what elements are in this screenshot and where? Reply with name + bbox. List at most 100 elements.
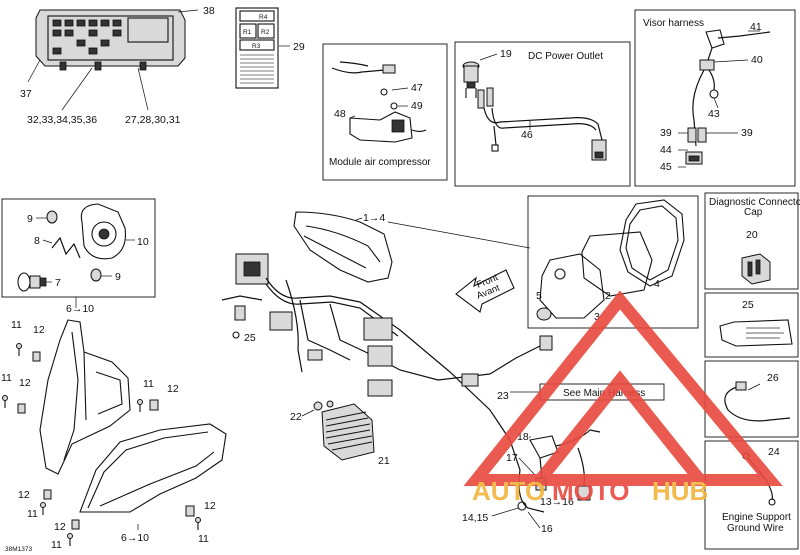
headlight-bulb-assembly [17, 203, 127, 292]
label-17: 17 [506, 452, 518, 464]
label-12d: 12 [18, 489, 30, 501]
label-40: 40 [751, 54, 763, 66]
clip-12f [185, 505, 195, 517]
cable-tie [724, 381, 791, 422]
label-16: 16 [541, 523, 553, 535]
label-12f: 12 [204, 500, 216, 512]
front-direction-arrow: Front Avant [455, 269, 515, 313]
module-air-compressor-caption: Module air compressor [329, 157, 431, 168]
label-11d: 11 [27, 508, 38, 520]
label-1-4: 1→4 [363, 212, 385, 224]
label-21: 21 [378, 455, 390, 467]
label-45: 45 [660, 161, 672, 173]
screw-11f [195, 517, 201, 530]
label-46: 46 [521, 129, 533, 141]
air-compressor-module [331, 61, 427, 143]
fuse-r1: R1 [243, 29, 252, 36]
label-47: 47 [411, 82, 423, 94]
engine-caption-line2: Ground Wire [727, 523, 784, 534]
dc-power-outlet-caption: DC Power Outlet [528, 51, 603, 62]
diagnostic-caption-line1: Diagnostic Connector [709, 197, 800, 208]
label-43: 43 [708, 108, 720, 120]
screw-11c [137, 399, 143, 412]
visor-harness-box [634, 9, 796, 187]
label-49: 49 [411, 100, 423, 112]
label-24: 24 [768, 446, 780, 458]
label-12b: 12 [19, 377, 31, 389]
lower-headlight-lens [79, 423, 227, 513]
screw-11e [67, 533, 73, 546]
label-9b: 9 [115, 271, 121, 283]
label-6-10a: 6→10 [66, 303, 94, 315]
grease-tube-box [704, 292, 799, 358]
label-38: 38 [203, 5, 215, 17]
label-7: 7 [55, 277, 61, 289]
figure-code: 38M1373 [5, 546, 32, 553]
fuse-relay-module [35, 9, 186, 71]
dc-power-outlet [462, 61, 607, 161]
gauge-cluster [293, 211, 393, 283]
label-41: 41 [750, 21, 762, 33]
module-air-compressor-box [322, 43, 448, 181]
dc-power-outlet-box [454, 41, 631, 187]
label-12e: 12 [54, 521, 66, 533]
label-19: 19 [500, 48, 512, 60]
label-2: 2 [605, 290, 611, 302]
engine-caption-line1: Engine Support [722, 512, 791, 523]
label-27-31: 27,28,30,31 [125, 114, 181, 126]
label-39a: 39 [660, 127, 672, 139]
label-11e: 11 [51, 539, 62, 551]
fuse-r4: R4 [259, 14, 268, 21]
diagnostic-cap-box [704, 192, 799, 290]
fuse-r3: R3 [252, 43, 261, 50]
main-wiring-harness [221, 253, 553, 471]
screw-11d [40, 502, 46, 515]
watermark-moto: MOTO [552, 476, 630, 506]
diagnostic-caption-line2: Cap [744, 207, 763, 218]
label-37: 37 [20, 88, 32, 100]
visor-harness-caption: Visor harness [643, 18, 704, 29]
label-48: 48 [334, 108, 346, 120]
label-23: 23 [497, 390, 509, 402]
left-headlight-housing [39, 319, 131, 475]
label-3: 3 [594, 311, 600, 323]
grease-tube [719, 319, 793, 347]
headlight-bulb-box [1, 198, 156, 298]
label-12c: 12 [167, 383, 179, 395]
clip-12d [43, 489, 52, 500]
label-22: 22 [290, 411, 302, 423]
label-11a: 11 [11, 319, 22, 331]
label-12a: 12 [33, 324, 45, 336]
screw-11a [16, 343, 22, 356]
label-9a: 9 [27, 213, 33, 225]
engine-ground-wire-box [704, 440, 799, 550]
label-25b: 25 [742, 299, 754, 311]
clip-12b [17, 403, 26, 414]
label-5: 5 [536, 290, 542, 302]
fuse-label-card: R4 R1 R2 R3 [235, 7, 279, 89]
label-29: 29 [293, 41, 305, 53]
watermark-hub: HUB [652, 476, 708, 506]
diagnostic-cap [741, 253, 771, 285]
label-11f: 11 [198, 533, 209, 545]
label-26: 26 [767, 372, 779, 384]
label-20: 20 [746, 229, 758, 241]
label-6-10b: 6→10 [121, 532, 149, 544]
label-32-36: 32,33,34,35,36 [27, 114, 97, 126]
clip-12a [32, 351, 41, 362]
label-10: 10 [137, 236, 149, 248]
label-13-16: 13→16 [540, 496, 574, 508]
label-4: 4 [654, 278, 660, 290]
label-14-15: 14,15 [462, 512, 488, 524]
clip-12e [71, 519, 80, 530]
label-11b: 11 [1, 372, 12, 384]
watermark-logo: AUTO MOTO HUB [463, 290, 783, 506]
label-44: 44 [660, 144, 672, 156]
label-25a: 25 [244, 332, 256, 344]
visor-harness [685, 29, 771, 165]
label-11c: 11 [143, 378, 154, 390]
voltage-regulator [313, 400, 375, 461]
label-18: 18 [517, 431, 529, 443]
cluster-exploded-box [527, 195, 699, 329]
